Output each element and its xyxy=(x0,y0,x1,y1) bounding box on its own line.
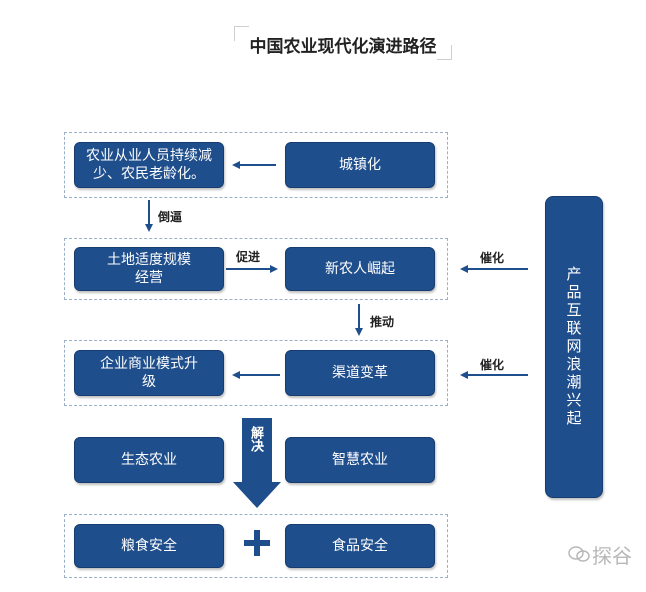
box-channel-reform: 渠道变革 xyxy=(285,350,435,396)
box-food-security-text: 食品安全 xyxy=(332,538,388,554)
label-catalyze-2: 催化 xyxy=(480,358,505,372)
label-force: 倒逼 xyxy=(158,210,183,224)
title-corner-bottom-right xyxy=(437,45,452,60)
label-solve: 解决 xyxy=(248,426,263,452)
box-enterprise-upgrade-text: 企业商业模式升级 xyxy=(100,356,198,390)
box-land-scale-text: 土地适度规模经营 xyxy=(107,252,191,286)
box-food-security: 食品安全 xyxy=(285,524,435,568)
box-internet-wave-text: 产品互联网浪潮兴起 xyxy=(564,266,583,428)
label-promote: 促进 xyxy=(236,250,261,264)
group-row-5 xyxy=(64,514,448,578)
box-urbanization: 城镇化 xyxy=(285,142,435,188)
box-smart-agri-text: 智慧农业 xyxy=(332,452,388,468)
box-eco-agri: 生态农业 xyxy=(74,437,224,483)
box-agri-reduction-text: 农业从业人员持续减少、农民老龄化。 xyxy=(86,148,212,182)
box-grain-security-text: 粮食安全 xyxy=(121,538,177,554)
arrow-solve-block xyxy=(233,418,281,508)
box-internet-wave: 产品互联网浪潮兴起 xyxy=(545,196,603,498)
title-corner-top-left xyxy=(234,26,249,41)
box-urbanization-text: 城镇化 xyxy=(339,157,381,173)
box-agri-reduction: 农业从业人员持续减少、农民老龄化。 xyxy=(74,142,224,188)
plus-icon xyxy=(244,530,270,556)
box-eco-agri-text: 生态农业 xyxy=(121,452,177,468)
label-drive: 推动 xyxy=(370,315,395,329)
plus-icon-vertical xyxy=(254,530,260,556)
group-row-1 xyxy=(64,132,448,198)
group-row-3 xyxy=(64,340,448,406)
box-new-farmers: 新农人崛起 xyxy=(285,247,435,291)
label-catalyze-1: 催化 xyxy=(480,251,505,265)
box-smart-agri: 智慧农业 xyxy=(285,437,435,483)
box-land-scale: 土地适度规模经营 xyxy=(74,247,224,291)
box-enterprise-upgrade: 企业商业模式升级 xyxy=(74,350,224,396)
box-grain-security: 粮食安全 xyxy=(74,524,224,568)
group-row-2 xyxy=(64,238,448,300)
box-channel-reform-text: 渠道变革 xyxy=(332,365,388,381)
wechat-icon xyxy=(568,546,590,562)
box-new-farmers-text: 新农人崛起 xyxy=(325,261,395,277)
title-frame: 中国农业现代化演进路径 xyxy=(234,26,452,60)
watermark-text: 探谷 xyxy=(592,544,632,568)
diagram-title: 中国农业现代化演进路径 xyxy=(249,37,437,57)
